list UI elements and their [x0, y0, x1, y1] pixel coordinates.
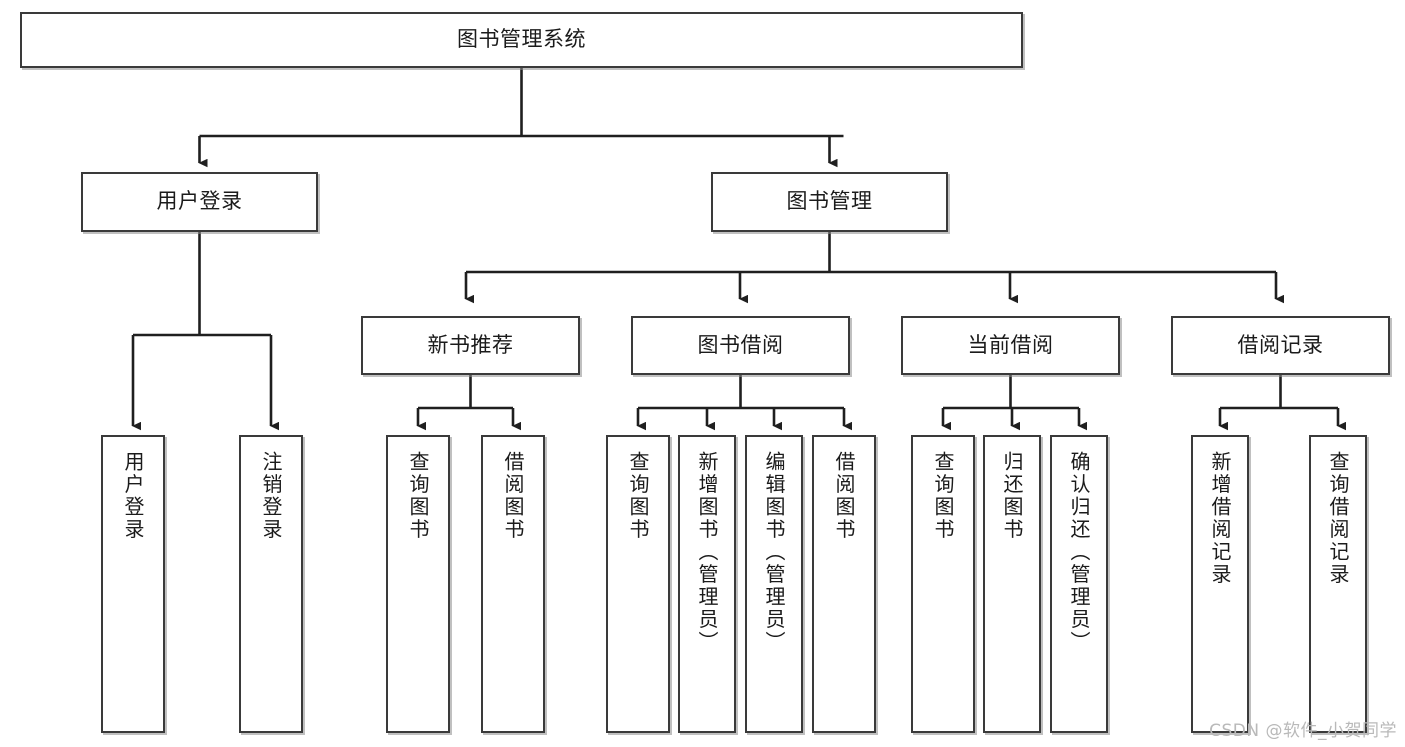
node-leaf-confirm-return-admin[interactable]: 确认归还（管理员） [1050, 435, 1108, 733]
node-borrow-records-label: 借阅记录 [1237, 332, 1324, 357]
node-leaf-query-borrow-record-label: 查询借阅记录 [1326, 451, 1350, 586]
node-leaf-borrow-book-newbook-label: 借阅图书 [501, 451, 525, 541]
node-leaf-query-book-newbook-label: 查询图书 [406, 451, 430, 541]
node-leaf-edit-book-admin-label: 编辑图书（管理员） [762, 451, 786, 654]
node-book-management[interactable]: 图书管理 [711, 172, 948, 232]
node-leaf-borrow-book-label: 借阅图书 [832, 451, 856, 541]
node-leaf-edit-book-admin[interactable]: 编辑图书（管理员） [745, 435, 803, 733]
node-leaf-query-borrow-record[interactable]: 查询借阅记录 [1309, 435, 1367, 733]
node-leaf-user-login-label: 用户登录 [121, 451, 145, 541]
node-leaf-borrow-book-newbook[interactable]: 借阅图书 [481, 435, 545, 733]
node-leaf-query-book-newbook[interactable]: 查询图书 [386, 435, 450, 733]
node-new-book-recommend[interactable]: 新书推荐 [361, 316, 580, 375]
node-book-borrow[interactable]: 图书借阅 [631, 316, 850, 375]
node-book-borrow-label: 图书借阅 [697, 332, 784, 357]
node-current-borrow-label: 当前借阅 [967, 332, 1054, 357]
node-leaf-logout-label: 注销登录 [259, 451, 283, 541]
node-leaf-add-borrow-record-label: 新增借阅记录 [1208, 451, 1232, 586]
node-leaf-add-book-admin[interactable]: 新增图书（管理员） [678, 435, 736, 733]
node-leaf-borrow-book[interactable]: 借阅图书 [812, 435, 876, 733]
node-user-login-label: 用户登录 [156, 189, 243, 214]
node-leaf-query-book-current-label: 查询图书 [931, 451, 955, 541]
node-leaf-query-book-borrow-label: 查询图书 [626, 451, 650, 541]
node-user-login[interactable]: 用户登录 [81, 172, 318, 232]
node-leaf-confirm-return-admin-label: 确认归还（管理员） [1067, 451, 1091, 654]
node-leaf-query-book-borrow[interactable]: 查询图书 [606, 435, 670, 733]
node-root[interactable]: 图书管理系统 [20, 12, 1023, 68]
node-current-borrow[interactable]: 当前借阅 [901, 316, 1120, 375]
node-root-label: 图书管理系统 [457, 27, 586, 52]
node-leaf-query-book-current[interactable]: 查询图书 [911, 435, 975, 733]
watermark: CSDN @软件_小贺同学 [1209, 721, 1397, 741]
node-leaf-add-borrow-record[interactable]: 新增借阅记录 [1191, 435, 1249, 733]
node-leaf-logout[interactable]: 注销登录 [239, 435, 303, 733]
node-leaf-return-book-label: 归还图书 [1000, 451, 1024, 541]
node-book-management-label: 图书管理 [786, 189, 873, 214]
node-leaf-return-book[interactable]: 归还图书 [983, 435, 1041, 733]
node-borrow-records[interactable]: 借阅记录 [1171, 316, 1390, 375]
node-leaf-add-book-admin-label: 新增图书（管理员） [695, 451, 719, 654]
node-leaf-user-login[interactable]: 用户登录 [101, 435, 165, 733]
node-new-book-recommend-label: 新书推荐 [427, 332, 514, 357]
